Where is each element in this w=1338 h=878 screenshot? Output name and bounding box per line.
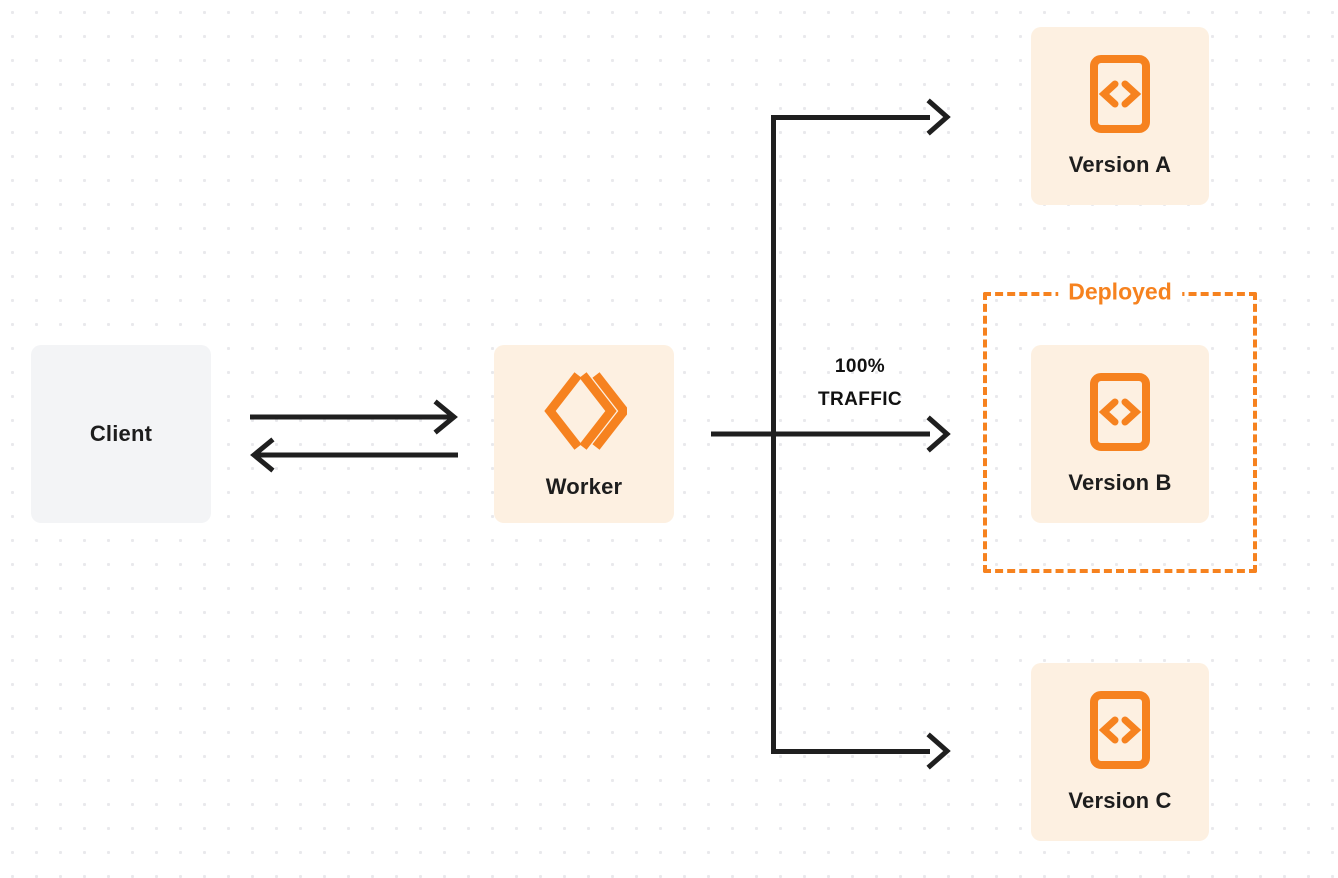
node-version-a-label: Version A xyxy=(1068,152,1172,177)
arrow-worker-to-client xyxy=(250,437,458,473)
node-version-b[interactable]: Version B xyxy=(1031,345,1209,523)
node-client[interactable]: Client xyxy=(31,345,211,523)
branch-to-version-c xyxy=(771,732,951,770)
node-worker[interactable]: Worker xyxy=(494,345,674,523)
node-version-b-label: Version B xyxy=(1068,470,1172,495)
code-document-icon xyxy=(1088,690,1152,770)
traffic-percent: 100% xyxy=(834,356,886,377)
cloudflare-workers-logo-icon xyxy=(541,368,630,454)
node-version-a[interactable]: Version A xyxy=(1031,27,1209,205)
node-client-label: Client xyxy=(89,421,153,446)
traffic-word: TRAFFIC xyxy=(817,389,903,411)
branch-to-version-a xyxy=(771,98,951,136)
branch-to-version-b xyxy=(926,415,951,453)
deployed-badge-label: Deployed xyxy=(1058,280,1182,304)
node-version-c[interactable]: Version C xyxy=(1031,663,1209,841)
traffic-label: 100% TRAFFIC xyxy=(790,350,930,417)
deployed-region: Deployed xyxy=(983,280,1257,573)
node-worker-label: Worker xyxy=(545,474,623,499)
node-version-c-label: Version C xyxy=(1068,788,1172,813)
code-document-icon xyxy=(1088,372,1152,452)
code-document-icon xyxy=(1088,54,1152,134)
arrow-client-to-worker xyxy=(250,399,458,435)
